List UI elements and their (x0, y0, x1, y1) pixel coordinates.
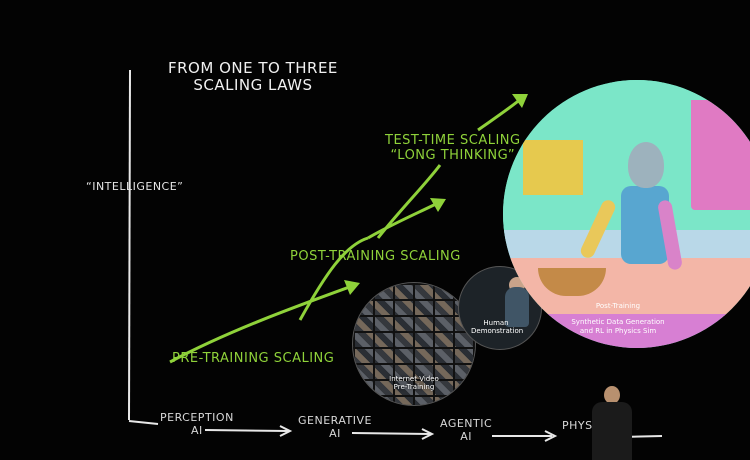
human-demo-caption-line-1: Human (483, 319, 509, 327)
stage-generative-ai: Generative AI (298, 414, 372, 440)
stage-agentic-line-1: Agentic (440, 417, 493, 430)
presenter (588, 386, 638, 460)
internet-video-caption-line-1: Internet Video (389, 375, 439, 383)
stage-physical-ai: Phys (562, 419, 593, 432)
post-training-robot-image: Post-Training Synthetic Data Generation … (503, 80, 750, 348)
y-axis-line (128, 69, 131, 421)
stage-arrow-1-head (279, 425, 293, 437)
synthetic-data-caption-line-2: and RL in Physics Sim (579, 326, 657, 335)
post-training-scaling-label: Post-Training Scaling (290, 249, 461, 264)
human-demo-caption-line-2: Demonstration (471, 327, 524, 336)
synthetic-data-caption: Synthetic Data Generation and RL in Phys… (503, 318, 733, 336)
pre-training-scaling-label: Pre-Training Scaling (172, 351, 335, 366)
stage-arrow-2-head (421, 428, 435, 440)
stage-agentic-ai: Agentic AI (440, 417, 493, 443)
stage-perception-line-1: Perception (160, 411, 234, 424)
post-training-caption: Post-Training (595, 302, 641, 310)
pink-cabinet (691, 100, 750, 210)
internet-video-image: Internet Video Pre-Training (352, 282, 476, 406)
robot-head (628, 142, 664, 188)
stage-perception-line-2: AI (191, 423, 203, 437)
presenter-head (604, 386, 620, 404)
caption-band (503, 314, 750, 348)
kitchen-counter (503, 258, 750, 316)
human-demonstration-caption: Human Demonstration (471, 319, 524, 336)
posttraining-branch (298, 236, 369, 321)
stage-agentic-line-2: AI (460, 429, 472, 443)
synthetic-data-caption-line-1: Synthetic Data Generation (571, 318, 665, 326)
stage-generative-line-2: AI (329, 426, 341, 440)
test-time-scaling-label: Test-Time Scaling “Long Thinking” (385, 133, 521, 164)
pretraining-arrow (169, 283, 356, 364)
testtime-branch (376, 164, 442, 239)
stage-perception-ai: Perception AI (160, 411, 234, 437)
title-line-1: From one to three (168, 59, 338, 77)
title-line-2: scaling laws (193, 76, 313, 95)
test-time-scaling-line-1: Test-Time Scaling (385, 133, 521, 148)
test-time-scaling-line-2: “Long Thinking” (390, 147, 516, 163)
stage-arrow-1 (204, 429, 289, 432)
slide-title: From one to three scaling laws (168, 59, 338, 95)
stage-arrow-3-head (544, 430, 558, 442)
y-axis-label: “Intelligence” (86, 180, 184, 193)
internet-video-caption-line-2: Pre-Training (393, 383, 435, 392)
stage-generative-line-1: Generative (298, 414, 372, 427)
presenter-body (592, 402, 632, 460)
video-grid-lines (353, 283, 475, 405)
stage-arrow-2 (351, 432, 431, 435)
internet-video-caption: Internet Video Pre-Training (353, 375, 475, 392)
yellow-cabinet (523, 140, 583, 195)
posttraining-arrowhead (430, 198, 446, 212)
x-axis-line (128, 420, 159, 425)
